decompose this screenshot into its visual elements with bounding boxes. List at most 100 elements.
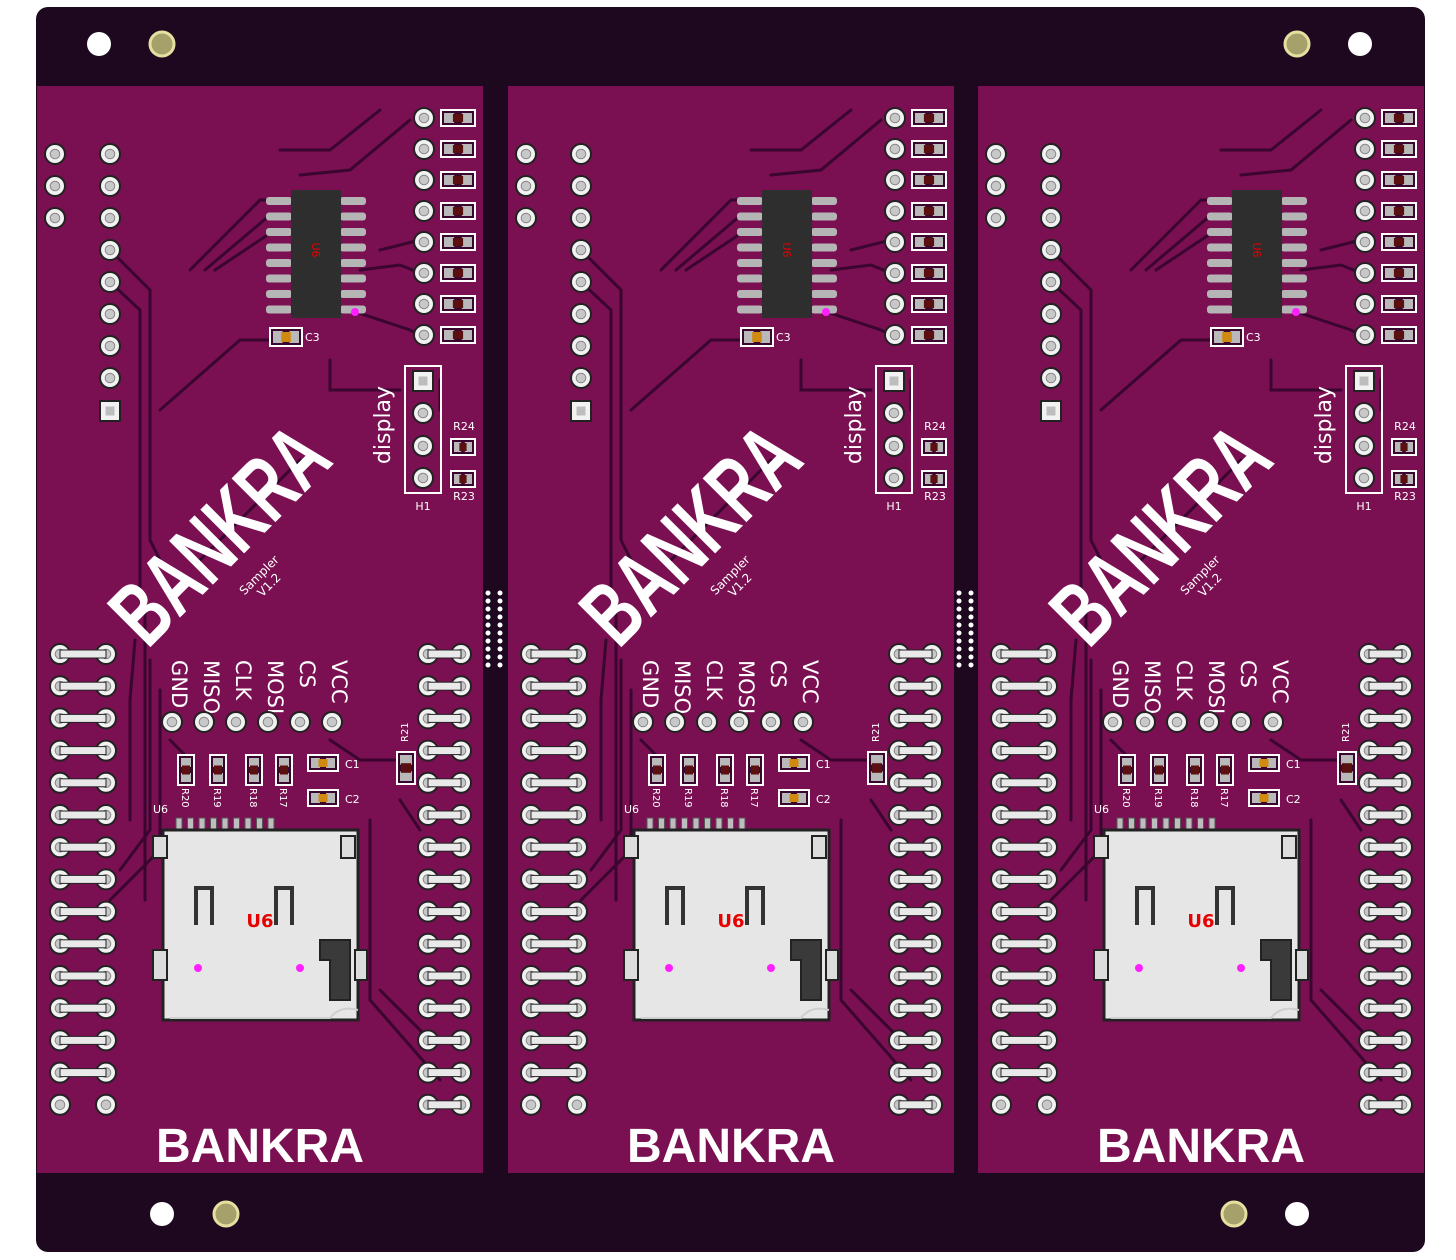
sd-edge	[1111, 1007, 1300, 1019]
via	[822, 308, 830, 316]
trace	[669, 458, 773, 562]
pad-link	[59, 1003, 107, 1013]
header-pad-square	[99, 400, 121, 422]
header-pad	[413, 262, 435, 284]
trace	[118, 658, 152, 872]
header-pad	[1354, 262, 1376, 284]
sd-tab	[825, 949, 839, 981]
mousebite-hole	[497, 662, 503, 668]
right-upper-header	[1354, 107, 1417, 346]
mousebite-hole	[968, 638, 974, 644]
label-c2: C2	[1286, 793, 1301, 806]
pad-link	[1368, 907, 1403, 917]
via	[351, 308, 359, 316]
pad-link	[1368, 842, 1403, 852]
pad-link	[427, 746, 462, 756]
ic-pin	[1207, 243, 1233, 252]
header-pad	[1040, 207, 1062, 229]
pad-link	[530, 681, 578, 691]
pad-link	[59, 842, 107, 852]
label-c3: C3	[1246, 331, 1261, 344]
sd-tab	[152, 835, 168, 859]
pin-label: MISO	[199, 660, 223, 714]
mousebite-hole	[968, 646, 974, 652]
header-pad	[883, 435, 905, 457]
ic-pin	[340, 197, 366, 205]
ic-pin	[340, 212, 366, 221]
trace	[1049, 280, 1083, 602]
sd-reference: U6	[1187, 911, 1214, 932]
right-lower-header	[888, 643, 943, 1116]
ic-pin	[266, 212, 292, 221]
resistor	[911, 326, 947, 344]
trace	[839, 818, 913, 1082]
label-r23: R23	[924, 490, 946, 503]
ic-pin	[811, 212, 837, 221]
pad-link	[1368, 971, 1403, 981]
via	[767, 964, 775, 972]
label-r24: R24	[1394, 420, 1416, 433]
header-pad-square	[1040, 400, 1062, 422]
pad-link	[1000, 907, 1048, 917]
label-r24: R24	[924, 420, 946, 433]
resistor-label: R18	[718, 788, 729, 808]
fiducial	[1283, 30, 1311, 58]
mousebite-hole	[968, 654, 974, 660]
sd-edge	[170, 1007, 359, 1019]
pad-link	[59, 681, 107, 691]
ic-pin	[811, 274, 837, 283]
label-r24: R24	[453, 420, 475, 433]
pad-link	[1000, 1035, 1048, 1045]
trace	[869, 798, 893, 832]
sd-latch	[319, 939, 351, 1001]
fiducial	[1220, 1200, 1248, 1228]
resistor-label: R20	[650, 788, 661, 808]
sd-tab	[623, 949, 639, 981]
pad-link	[530, 713, 578, 723]
pad-link	[1368, 1100, 1403, 1110]
right-lower-header	[1358, 643, 1413, 1116]
header-pad-square	[1353, 370, 1375, 392]
resistor	[1118, 754, 1136, 786]
pad-link	[898, 1100, 933, 1110]
ic-pin	[811, 197, 837, 205]
pad-link	[530, 778, 578, 788]
label-c1: C1	[816, 758, 831, 771]
ic-pin	[737, 259, 763, 267]
pin-label: CS	[1236, 660, 1260, 688]
resistor	[1381, 326, 1417, 344]
spi-pad	[225, 711, 247, 733]
label-sd-designator: U6	[153, 803, 168, 816]
header-outline	[404, 365, 442, 494]
via	[194, 964, 202, 972]
resistor	[1186, 754, 1204, 786]
trace	[1239, 118, 1353, 177]
via	[1237, 964, 1245, 972]
header-pad	[1040, 303, 1062, 325]
mousebite-hole	[497, 598, 503, 604]
resistor	[1216, 754, 1234, 786]
pin-label: GND	[638, 660, 662, 708]
pad-link	[427, 681, 462, 691]
header-pad	[1040, 367, 1062, 389]
pad-link	[1000, 842, 1048, 852]
sd-card-slot: U6	[1093, 817, 1309, 1022]
resistor	[716, 754, 734, 786]
right-lower-header	[417, 643, 472, 1116]
label-c3: C3	[776, 331, 791, 344]
ic-chip: U6	[266, 190, 366, 318]
pad-link	[1000, 874, 1048, 884]
mousebite-hole	[956, 614, 962, 620]
header-pad	[413, 138, 435, 160]
pin-label: CLK	[1172, 660, 1196, 701]
sd-card-slot: U6	[152, 817, 368, 1022]
ic-pin	[266, 243, 292, 252]
mousebite-hole	[485, 662, 491, 668]
header-pad	[412, 435, 434, 457]
header-pad	[985, 207, 1007, 229]
ic-pin	[1207, 259, 1233, 267]
left-lower-header	[990, 643, 1058, 1116]
